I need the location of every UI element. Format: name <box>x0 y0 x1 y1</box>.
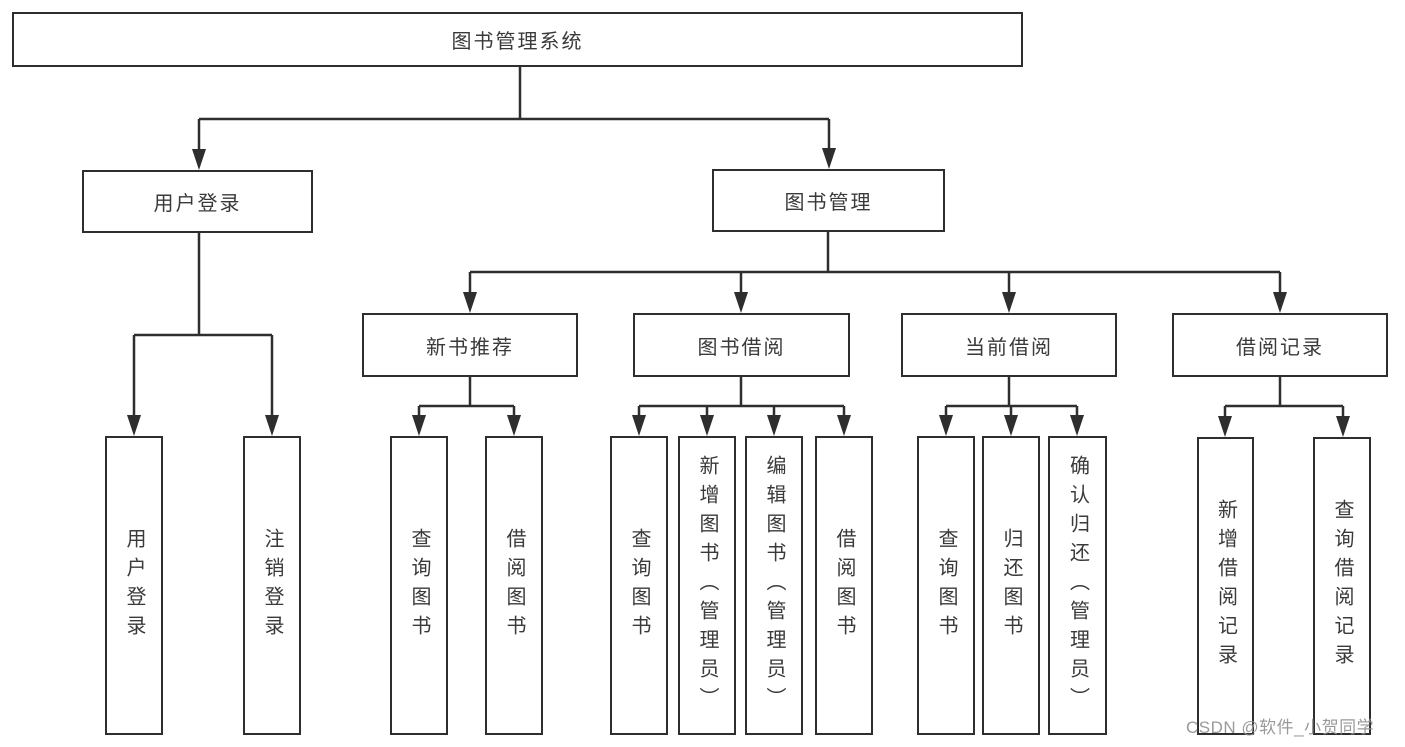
leaf-confirm-return-admin: 确认归还（管理员） <box>1048 436 1107 735</box>
node-borrow-records: 借阅记录 <box>1172 313 1388 377</box>
node-book-management: 图书管理 <box>712 169 945 232</box>
arrow-down-icon <box>127 148 1350 437</box>
csdn-watermark: CSDN @软件_小贺同学 <box>1186 718 1375 737</box>
node-current-borrow: 当前借阅 <box>901 313 1117 377</box>
node-system-root: 图书管理系统 <box>12 12 1023 67</box>
leaf-query-books-2: 查询图书 <box>610 436 668 735</box>
leaf-add-book-admin: 新增图书（管理员） <box>678 436 736 735</box>
leaf-user-login: 用户登录 <box>105 436 163 735</box>
leaf-logout: 注销登录 <box>243 436 301 735</box>
leaf-borrow-books-2: 借阅图书 <box>815 436 873 735</box>
leaf-add-borrow-record: 新增借阅记录 <box>1197 437 1254 735</box>
leaf-query-books-1: 查询图书 <box>390 436 448 735</box>
leaf-edit-book-admin: 编辑图书（管理员） <box>745 436 803 735</box>
leaf-borrow-books-1: 借阅图书 <box>485 436 543 735</box>
node-book-borrow: 图书借阅 <box>633 313 850 377</box>
node-user-login: 用户登录 <box>82 170 313 233</box>
node-new-book-recommend: 新书推荐 <box>362 313 578 377</box>
leaf-query-borrow-record: 查询借阅记录 <box>1313 437 1371 735</box>
leaf-return-book: 归还图书 <box>982 436 1040 735</box>
leaf-query-books-3: 查询图书 <box>917 436 975 735</box>
